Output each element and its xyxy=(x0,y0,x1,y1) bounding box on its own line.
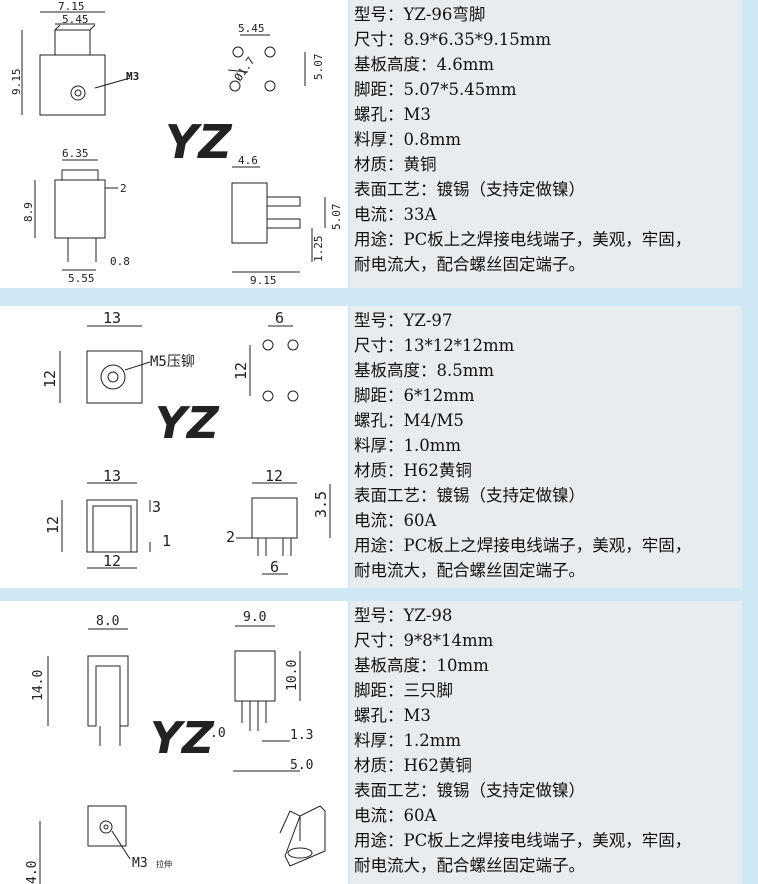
spec-line: 料厚：0.8mm xyxy=(354,130,462,149)
spec-line: 螺孔：M3 xyxy=(354,105,431,124)
dim-label: 5.45 xyxy=(238,22,265,35)
dim-label: 14.0 xyxy=(31,670,46,701)
dim-label: 3.5 xyxy=(312,491,330,518)
spec-line: 电流：33A xyxy=(354,205,437,224)
spec-line: 电流：60A xyxy=(354,806,437,825)
technical-drawing-yz97: 13 12 M5压铆 6 12 13 12 3 1 12 12 3.5 2 6 … xyxy=(0,306,348,588)
dim-label: 5.07 xyxy=(312,54,325,81)
spec-line: 耐电流大，配合螺丝固定端子。 xyxy=(354,856,585,875)
spec-line: 料厚：1.2mm xyxy=(354,731,462,750)
dim-label: 9.15 xyxy=(250,274,277,287)
spec-line: 螺孔：M3 xyxy=(354,706,431,725)
spec-line: 脚距：5.07*5.45mm xyxy=(354,80,517,99)
spec-panel-yz96: 型号：YZ-96弯脚 尺寸：8.9*6.35*9.15mm 基板高度：4.6mm… xyxy=(350,0,742,288)
yz-logo: YZ xyxy=(155,398,220,449)
dim-label: 13 xyxy=(103,467,121,485)
dim-label: 4.6 xyxy=(238,154,258,167)
spec-line: 材质：黄铜 xyxy=(354,155,437,174)
dim-label: 5.55 xyxy=(68,272,95,285)
spec-line: 表面工艺：镀锡（支持定做镍） xyxy=(354,180,585,199)
dim-label: 3 xyxy=(152,498,161,516)
spec-line: 电流：60A xyxy=(354,511,437,530)
spec-line: 耐电流大，配合螺丝固定端子。 xyxy=(354,255,585,274)
spec-line: 脚距：6*12mm xyxy=(354,386,475,405)
product-row-yz97: 13 12 M5压铆 6 12 13 12 3 1 12 12 3.5 2 6 … xyxy=(0,306,758,596)
dim-label: 5.45 xyxy=(62,13,89,26)
spec-line: 基板高度：8.5mm xyxy=(354,361,495,380)
dim-label: 1.25 xyxy=(312,236,325,263)
dim-label: 9.15 xyxy=(10,69,23,96)
dim-label: 12 xyxy=(232,362,250,380)
dim-label: 6.35 xyxy=(62,147,89,160)
svg-text:YZ: YZ xyxy=(155,398,220,449)
svg-text:YZ: YZ xyxy=(165,115,233,169)
dim-label: 4.0 xyxy=(25,861,40,884)
dim-label: Ø1.7 xyxy=(232,55,258,84)
spec-line: 用途：PC板上之焊接电线端子，美观，牢固， xyxy=(354,536,692,555)
dim-label: 12 xyxy=(265,467,283,485)
product-row-yz96: 7.15 5.45 9.15 M3 5.45 5.07 Ø1.7 6.35 8.… xyxy=(0,0,758,296)
dim-label: 13 xyxy=(103,309,121,327)
technical-drawing-yz98: 8.0 14.0 9.0 10.0 .0 1.3 5.0 4.0 M3 拉伸 Y… xyxy=(0,601,348,884)
spec-line: 用途：PC板上之焊接电线端子，美观，牢固， xyxy=(354,831,692,850)
spec-line: 型号：YZ-96弯脚 xyxy=(354,5,486,24)
spec-line: 表面工艺：镀锡（支持定做镍） xyxy=(354,486,585,505)
spec-line: 尺寸：8.9*6.35*9.15mm xyxy=(354,30,552,49)
product-row-yz98: 8.0 14.0 9.0 10.0 .0 1.3 5.0 4.0 M3 拉伸 Y… xyxy=(0,601,758,884)
spec-line: 耐电流大，配合螺丝固定端子。 xyxy=(354,561,585,580)
dim-label: 1.3 xyxy=(290,728,313,743)
dim-label: 1 xyxy=(162,532,171,550)
spec-line: 脚距：三只脚 xyxy=(354,681,453,700)
spec-panel-yz98: 型号：YZ-98 尺寸：9*8*14mm 基板高度：10mm 脚距：三只脚 螺孔… xyxy=(350,601,742,884)
spec-panel-yz97: 型号：YZ-97 尺寸：13*12*12mm 基板高度：8.5mm 脚距：6*1… xyxy=(350,306,742,588)
spec-line: 料厚：1.0mm xyxy=(354,436,462,455)
spec-line: 基板高度：4.6mm xyxy=(354,55,495,74)
hole-label: M3 xyxy=(132,856,148,871)
dim-label: 6 xyxy=(275,309,284,327)
dim-label: 2 xyxy=(226,528,235,546)
hole-label: M3 xyxy=(126,70,139,83)
hole-note: 拉伸 xyxy=(156,859,172,869)
dim-label: 12 xyxy=(41,370,59,388)
dim-label: 5.0 xyxy=(290,758,313,773)
hole-label: M5压铆 xyxy=(150,354,195,370)
spec-line: 螺孔：M4/M5 xyxy=(354,411,464,430)
spec-line: 型号：YZ-98 xyxy=(354,606,453,625)
dim-label: 2 xyxy=(120,182,127,195)
yz-logo: YZ xyxy=(165,115,233,169)
front-view-body xyxy=(39,54,106,116)
dim-label: 10.0 xyxy=(285,660,300,691)
dim-label: .0 xyxy=(210,726,226,741)
dim-label: 6 xyxy=(270,558,279,576)
dim-label: 12 xyxy=(44,516,62,534)
dim-label: 0.8 xyxy=(110,255,130,268)
spec-line: 材质：H62黄铜 xyxy=(354,461,472,480)
spec-line: 表面工艺：镀锡（支持定做镍） xyxy=(354,781,585,800)
dim-label: 7.15 xyxy=(58,0,85,13)
svg-text:YZ: YZ xyxy=(150,713,215,764)
spec-line: 尺寸：9*8*14mm xyxy=(354,631,494,650)
spec-line: 用途：PC板上之焊接电线端子，美观，牢固， xyxy=(354,230,692,249)
technical-drawing-yz96: 7.15 5.45 9.15 M3 5.45 5.07 Ø1.7 6.35 8.… xyxy=(0,0,348,288)
spec-line: 材质：H62黄铜 xyxy=(354,756,472,775)
yz-logo: YZ xyxy=(150,713,215,764)
spec-line: 型号：YZ-97 xyxy=(354,311,453,330)
spec-line: 尺寸：13*12*12mm xyxy=(354,336,515,355)
dim-label: 5.07 xyxy=(330,204,343,231)
spec-line: 基板高度：10mm xyxy=(354,656,489,675)
dim-label: 12 xyxy=(103,552,121,570)
dim-label: 8.9 xyxy=(22,202,35,222)
dim-label: 9.0 xyxy=(243,610,266,625)
dim-label: 8.0 xyxy=(96,614,119,629)
